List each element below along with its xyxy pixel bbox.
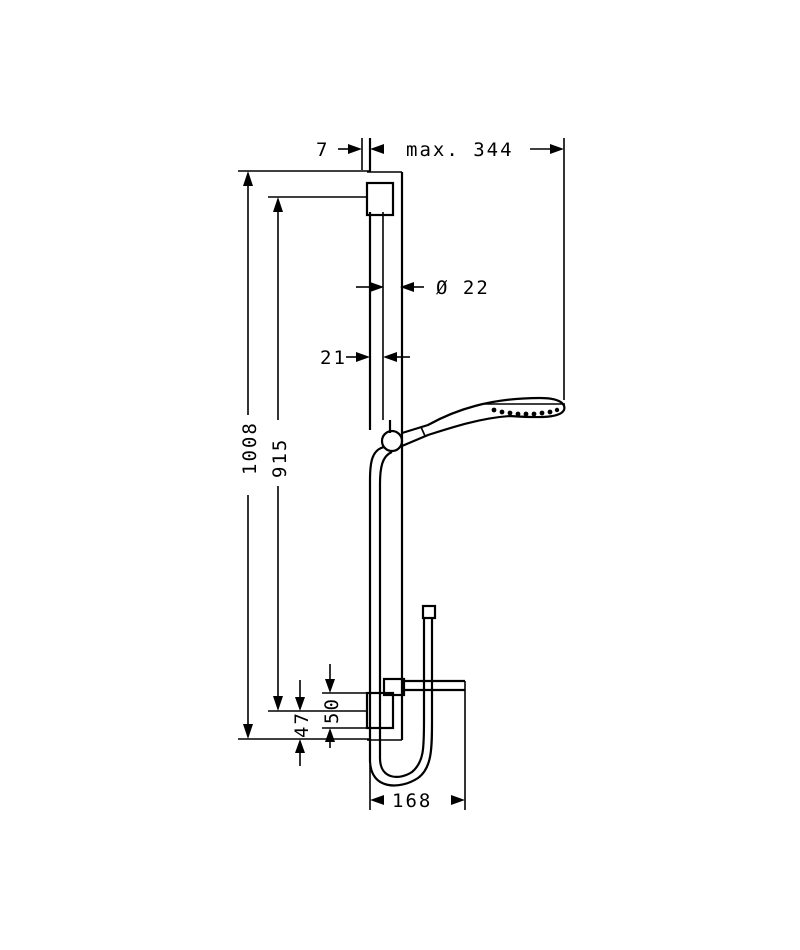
dimension-label-max-344: max. 344 xyxy=(406,139,514,161)
shower-hose xyxy=(368,445,437,787)
dimension-label-168: 168 xyxy=(392,790,432,812)
dimension-label-7: 7 xyxy=(316,139,329,161)
dimension-label-47: 47 xyxy=(291,711,313,738)
shower-rail xyxy=(368,138,404,740)
top-wall-bracket xyxy=(365,171,402,217)
dimension-168: 168 xyxy=(369,690,466,812)
dimension-diameter-22: Ø 22 xyxy=(356,277,490,299)
dimension-label-1008: 1008 xyxy=(239,421,261,475)
dimension-47: 47 xyxy=(291,680,313,766)
dimension-label-21: 21 xyxy=(320,347,347,369)
dimension-label-diameter-22: Ø 22 xyxy=(436,277,490,299)
dimension-label-50: 50 xyxy=(321,697,343,724)
dimension-7-max-344: 7 max. 344 xyxy=(316,138,565,400)
dimension-1008: 1008 xyxy=(238,170,370,740)
dimension-label-915: 915 xyxy=(269,438,291,478)
spray-nozzles xyxy=(491,407,560,417)
bottom-wall-bracket xyxy=(365,677,466,741)
slider-and-hand-shower xyxy=(380,396,566,453)
dimension-915: 915 xyxy=(268,196,367,712)
dimension-50: 50 xyxy=(321,664,384,748)
dimension-21: 21 xyxy=(320,347,410,369)
